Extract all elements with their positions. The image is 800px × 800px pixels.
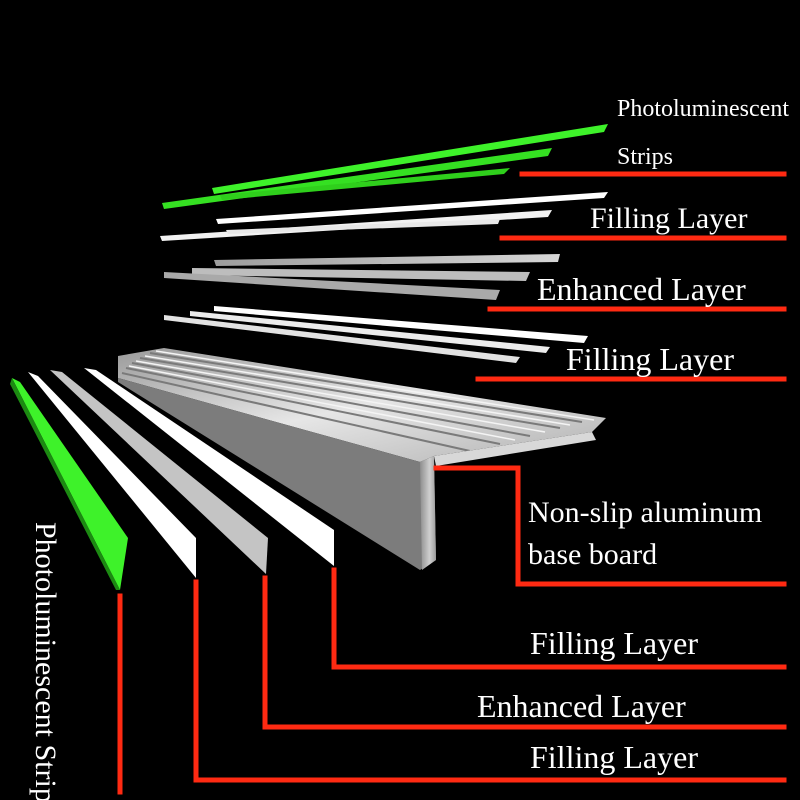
bottom-green-strip bbox=[12, 378, 128, 590]
bottom-white-strip-1 bbox=[28, 372, 196, 578]
gray-strip-b bbox=[192, 268, 530, 281]
green-strip-lower bbox=[220, 168, 510, 200]
label-top-filling-1: Filling Layer bbox=[590, 202, 747, 235]
green-strip-upper bbox=[212, 124, 608, 194]
label-vertical-photo: Photoluminescent Strips bbox=[29, 522, 62, 800]
label-base-line1: Non-slip aluminum bbox=[528, 496, 762, 529]
leader-bottom-filling-2 bbox=[193, 579, 787, 783]
base-grooves bbox=[121, 352, 583, 452]
label-bottom-filling-1: Filling Layer bbox=[530, 625, 698, 661]
label-top-photo-line1: Photoluminescent bbox=[617, 96, 789, 122]
top-filling-strips-2 bbox=[164, 306, 588, 363]
white-strip-c bbox=[226, 219, 500, 234]
green-strip-middle bbox=[162, 148, 552, 209]
bottom-green-edge bbox=[10, 378, 120, 590]
top-filling-strips-1 bbox=[160, 192, 608, 241]
white-strip-d bbox=[214, 306, 588, 343]
base-nose-step bbox=[434, 432, 596, 466]
aluminum-base-board bbox=[118, 348, 606, 570]
label-base-line2: base board bbox=[528, 538, 657, 571]
label-bottom-enhanced: Enhanced Layer bbox=[477, 688, 686, 724]
leader-bottom-enhanced bbox=[262, 575, 787, 730]
bottom-white-strip-2 bbox=[84, 368, 334, 566]
label-top-enhanced: Enhanced Layer bbox=[537, 271, 746, 307]
top-photoluminescent-strips bbox=[162, 124, 608, 209]
leader-bottom-filling-1 bbox=[331, 567, 787, 670]
leader-lines bbox=[117, 171, 787, 795]
base-groove-highlights bbox=[128, 350, 595, 441]
gray-strip-a bbox=[214, 254, 560, 266]
label-top-photo-line2: Strips bbox=[617, 144, 673, 170]
white-strip-a bbox=[216, 192, 608, 224]
white-strip-e bbox=[190, 311, 550, 353]
bottom-gray-strip bbox=[50, 370, 268, 574]
bottom-strips bbox=[10, 368, 334, 590]
base-front-face bbox=[118, 378, 436, 570]
top-enhanced-strips bbox=[164, 254, 560, 300]
label-top-filling-2: Filling Layer bbox=[566, 341, 734, 377]
leader-base bbox=[433, 465, 787, 587]
white-strip-f bbox=[164, 315, 520, 363]
gray-strip-c bbox=[164, 272, 500, 300]
base-nose-face bbox=[420, 456, 436, 570]
label-bottom-filling-2: Filling Layer bbox=[530, 739, 698, 775]
